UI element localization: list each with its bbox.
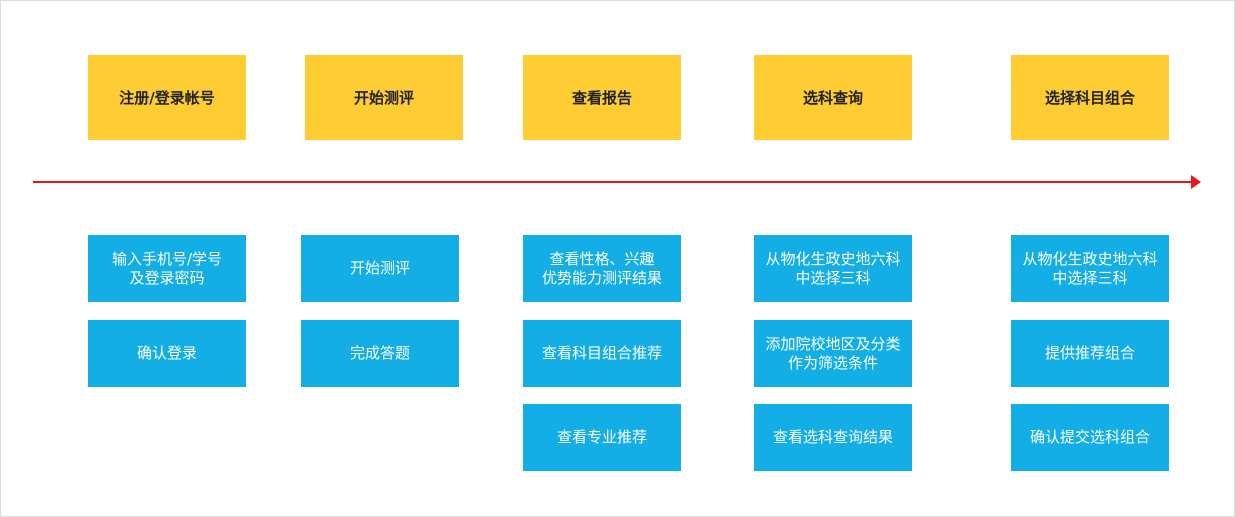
detail-start-assessment: 开始测评 [301,235,459,302]
detail-add-filters: 添加院校地区及分类 作为筛选条件 [754,320,912,387]
step-register-login: 注册/登录帐号 [88,55,246,140]
timeline-arrow-head [1191,175,1201,189]
detail-view-results: 查看性格、兴趣 优势能力测评结果 [523,235,681,302]
step-start-assessment: 开始测评 [305,55,463,140]
detail-pick-three-subjects: 从物化生政史地六科 中选择三科 [754,235,912,302]
detail-view-query-results: 查看选科查询结果 [754,404,912,471]
detail-pick-three-subjects-2: 从物化生政史地六科 中选择三科 [1011,235,1169,302]
detail-enter-credentials: 输入手机号/学号 及登录密码 [88,235,246,302]
timeline-arrow [33,175,1201,189]
detail-view-major: 查看专业推荐 [523,404,681,471]
detail-confirm-login: 确认登录 [88,320,246,387]
step-choose-combination: 选择科目组合 [1011,55,1169,140]
detail-finish-answers: 完成答题 [301,320,459,387]
detail-recommended-combination: 提供推荐组合 [1011,320,1169,387]
detail-view-combination: 查看科目组合推荐 [523,320,681,387]
step-subject-query: 选科查询 [754,55,912,140]
detail-submit-combination: 确认提交选科组合 [1011,404,1169,471]
step-view-report: 查看报告 [523,55,681,140]
